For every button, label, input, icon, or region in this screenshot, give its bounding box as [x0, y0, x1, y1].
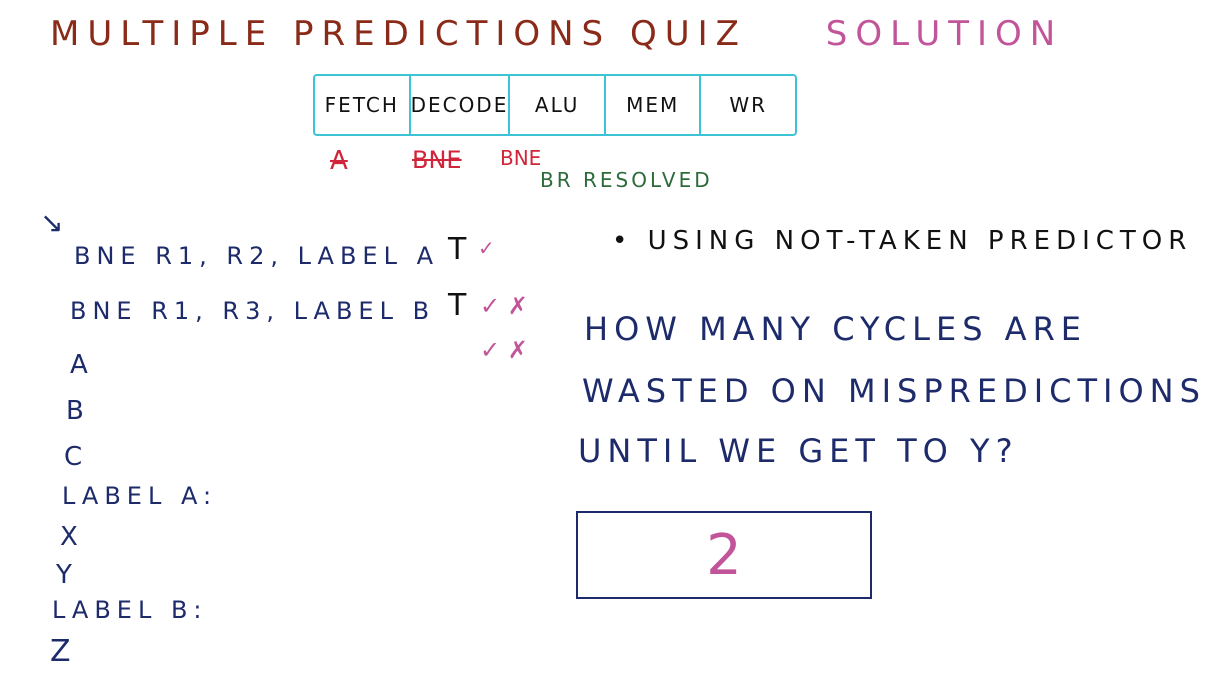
marks-1: ✓ — [478, 236, 495, 260]
answer-value: 2 — [706, 522, 742, 588]
fetch-item-crossed: A — [330, 146, 348, 176]
question-line-2: WASTED ON MISPREDICTIONS — [582, 372, 1206, 410]
code-line-3: A — [70, 350, 94, 380]
question-line-1: HOW MANY CYCLES ARE — [584, 310, 1088, 348]
marks-3: ✓ ✗ — [480, 336, 528, 364]
question-line-3: UNTIL WE GET TO Y? — [578, 432, 1019, 470]
stage-decode: DECODE — [411, 76, 511, 134]
stage-alu: ALU — [510, 76, 606, 134]
page-title: MULTIPLE PREDICTIONS QUIZ SOLUTION — [50, 14, 1063, 54]
title-main: MULTIPLE PREDICTIONS QUIZ — [50, 14, 747, 54]
code-line-4: B — [66, 396, 90, 426]
code-line-2: BNE R1, R3, LABEL B — [70, 297, 436, 325]
code-line-10: Z — [50, 634, 77, 669]
code-line-8: Y — [56, 560, 78, 590]
code-line-7: X — [60, 522, 84, 552]
stage-fetch: FETCH — [315, 76, 411, 134]
alu-item: BNE — [500, 146, 542, 170]
pipeline-table: FETCH DECODE ALU MEM WR — [313, 74, 797, 136]
predictor-bullet: • USING NOT-TAKEN PREDICTOR — [612, 226, 1193, 256]
outcome-1: T — [448, 232, 467, 267]
code-line-6: LABEL A: — [62, 482, 218, 510]
decode-item-crossed: BNE — [412, 146, 462, 174]
code-line-5: C — [64, 442, 89, 472]
code-line-1: BNE R1, R2, LABEL A — [74, 242, 440, 270]
title-solution: SOLUTION — [825, 14, 1064, 54]
code-line-9: LABEL B: — [52, 596, 208, 624]
answer-box: 2 — [576, 511, 872, 599]
stage-mem: MEM — [606, 76, 702, 134]
arrow-icon: ↘ — [40, 206, 64, 239]
outcome-2: T — [448, 288, 467, 323]
marks-2: ✓ ✗ — [480, 292, 528, 320]
branch-resolved-note: BR RESOLVED — [540, 168, 713, 192]
stage-wr: WR — [729, 93, 768, 117]
